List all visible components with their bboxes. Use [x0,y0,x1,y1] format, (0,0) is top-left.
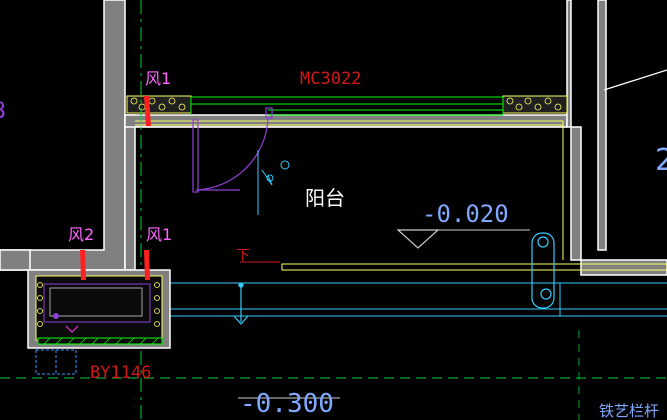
room-outline [135,69,667,128]
level-marker-outside: -0.300 [238,389,340,419]
insulation-top-right [502,95,568,114]
balcony-door[interactable] [192,107,273,193]
railing-label: 铁艺栏杆 [599,402,659,420]
left-edge-fragment: 8 [0,99,6,124]
insulation-top-left [126,95,192,114]
floor-drain-detail [257,150,290,215]
slope-arrow [233,282,249,325]
unit-code-label: BY1146 [90,363,151,383]
ledge-lines-cyan [170,282,667,317]
ac-unit-box[interactable] [27,269,171,375]
level-marker-balcony: -0.020 [396,200,530,249]
ledge-lines [281,263,667,271]
down-mark: 下 [236,248,280,264]
window-mc3022[interactable] [190,96,504,116]
vent-marks [80,96,151,280]
level-balcony-text: -0.020 [422,200,509,228]
right-edge-fragment: 2 [655,143,667,178]
vent-1-bottom-label: 风1 [146,225,172,244]
level-outside-text: -0.300 [240,389,334,419]
vent-2-label: 风2 [68,225,94,244]
wall-left [0,0,126,271]
vent-1-top-label: 风1 [145,69,171,88]
window-code-label: MC3022 [300,69,361,89]
balcony-insulation-outline [135,120,564,260]
wall-right [566,0,667,276]
balcony-label: 阳台 [305,186,345,210]
rainwater-pipe [531,232,555,309]
down-mark-text: 下 [236,248,250,264]
